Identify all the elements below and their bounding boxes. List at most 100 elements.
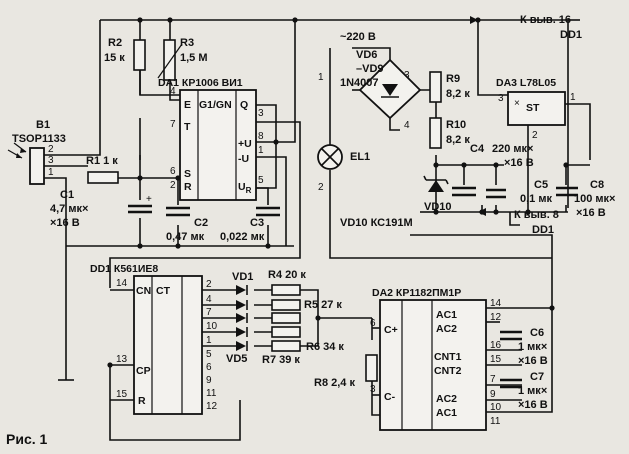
resistor-r3-variable [163,39,176,81]
svg-text:CNT1: CNT1 [434,351,462,363]
svg-text:100 мк×: 100 мк× [574,193,615,205]
svg-text:VD6: VD6 [356,49,377,61]
to-pin8-label: К выв. 8 [514,209,559,221]
svg-text:CN: CN [136,285,151,297]
svg-text:15 к: 15 к [104,52,125,64]
svg-text:R1 1 к: R1 1 к [86,155,118,167]
resistor-r1 [87,171,119,184]
svg-text:5: 5 [258,175,264,186]
svg-text:R2: R2 [108,37,122,49]
chip-dd1: DD1 К561ИЕ8 CN CT CP R 14 13 15 2 4 7 10… [90,263,218,415]
svg-text:7: 7 [490,374,496,385]
diodes-vd1-vd5: VD1 VD5 [226,271,253,365]
svg-text:7: 7 [170,119,176,130]
svg-text:R: R [138,395,146,407]
svg-text:VD5: VD5 [226,353,247,365]
svg-text:4: 4 [170,86,176,97]
chip-da3: DA3 L78L05 ST × 3 1 2 [496,77,576,141]
svg-text:10: 10 [490,402,502,413]
resistor-r4 [271,284,301,296]
svg-text:3: 3 [48,155,54,166]
svg-text:15: 15 [490,354,502,365]
svg-text:S: S [184,168,191,180]
svg-text:0,47 мк: 0,47 мк [166,231,205,243]
b1-ref: B1 [36,119,50,131]
resistor-r2 [133,39,146,71]
svg-text:12: 12 [206,401,218,412]
svg-text:×16 В: ×16 В [576,207,606,219]
svg-text:R10: R10 [446,119,466,131]
svg-text:1: 1 [570,92,576,103]
svg-text:C5: C5 [534,179,548,191]
ir-receiver-b1: B1 TSOP1133 2 3 1 [7,119,66,185]
svg-text:×: × [514,98,520,109]
svg-text:AC2: AC2 [436,323,457,335]
svg-text:C7: C7 [530,371,544,383]
svg-text:7: 7 [206,307,212,318]
svg-text:AC2: AC2 [436,393,457,405]
to-pin16-label: К выв. 16 [520,14,571,26]
svg-text:C-: C- [384,391,396,403]
svg-text:15: 15 [116,389,128,400]
svg-text:1: 1 [206,335,212,346]
svg-text:CP: CP [136,365,151,377]
svg-text:4: 4 [206,294,212,305]
svg-text:AC1: AC1 [436,407,457,419]
svg-text:2: 2 [532,130,538,141]
svg-text:×16 В: ×16 В [518,399,548,411]
svg-text:Q: Q [240,99,248,111]
svg-text:R4 20 к: R4 20 к [268,269,306,281]
svg-text:6: 6 [370,318,376,329]
svg-text:1 мк×: 1 мк× [518,385,547,397]
svg-text:×16 В: ×16 В [50,217,80,229]
svg-text:R7 39 к: R7 39 к [262,354,300,366]
svg-text:DA3 L78L05: DA3 L78L05 [496,77,556,89]
svg-text:VD10 КС191М: VD10 КС191М [340,217,413,229]
svg-text:VD10: VD10 [424,201,452,213]
svg-text:8,2 к: 8,2 к [446,134,470,146]
svg-text:-U: -U [238,153,249,165]
svg-text:C8: C8 [590,179,604,191]
svg-text:11: 11 [490,416,501,427]
capacitors: + C1 4,7 мк× ×16 В C2 0,47 мк C3 0,022 м… [50,143,615,411]
svg-text:12: 12 [490,312,502,323]
resistor-r7 [271,340,301,352]
svg-text:C3: C3 [250,217,264,229]
svg-text:1,5 М: 1,5 М [180,52,208,64]
chip-da1: DA1 КР1006 ВИ1 E G1/GN Q T S R +U -U UR … [158,77,264,201]
svg-text:R5 27 к: R5 27 к [304,299,342,311]
svg-text:R9: R9 [446,73,460,85]
svg-text:4: 4 [404,120,410,131]
svg-text:0,022 мк: 0,022 мк [220,231,265,243]
svg-text:C4: C4 [470,143,485,155]
svg-text:+U: +U [238,138,252,150]
resistor-r9 [429,71,442,103]
svg-text:DA2 КР1182ПМ1Р: DA2 КР1182ПМ1Р [372,287,461,299]
svg-text:G1/GN: G1/GN [199,99,232,111]
chip-da2: DA2 КР1182ПМ1Р C+ C- AC1 AC2 CNT1 CNT2 A… [370,287,502,431]
svg-text:9: 9 [206,375,212,386]
svg-text:14: 14 [490,298,502,309]
svg-text:+: + [146,194,152,205]
svg-text:3: 3 [498,93,504,104]
zener-vd10: VD10 VD10 КС191М [340,175,452,229]
svg-text:CNT2: CNT2 [434,365,462,377]
svg-text:–VD9: –VD9 [356,63,384,75]
svg-text:T: T [184,121,191,133]
power-connection-labels: К выв. 16 DD1 К выв. 8 DD1 ~220 В 1 2 3 … [318,14,582,236]
svg-text:C+: C+ [384,324,398,336]
svg-text:13: 13 [116,354,128,365]
svg-text:1: 1 [318,72,324,83]
svg-text:R8 2,4 к: R8 2,4 к [314,377,355,389]
svg-text:3: 3 [370,384,376,395]
svg-text:EL1: EL1 [350,151,370,163]
svg-text:4,7 мк×: 4,7 мк× [50,203,88,215]
svg-text:9: 9 [490,389,496,400]
figure-caption: Рис. 1 [6,431,48,447]
svg-text:×16 В: ×16 В [518,355,548,367]
svg-text:3: 3 [404,70,410,81]
svg-text:8: 8 [258,131,264,142]
svg-text:VD1: VD1 [232,271,253,283]
resistor-r6-a [271,312,301,324]
